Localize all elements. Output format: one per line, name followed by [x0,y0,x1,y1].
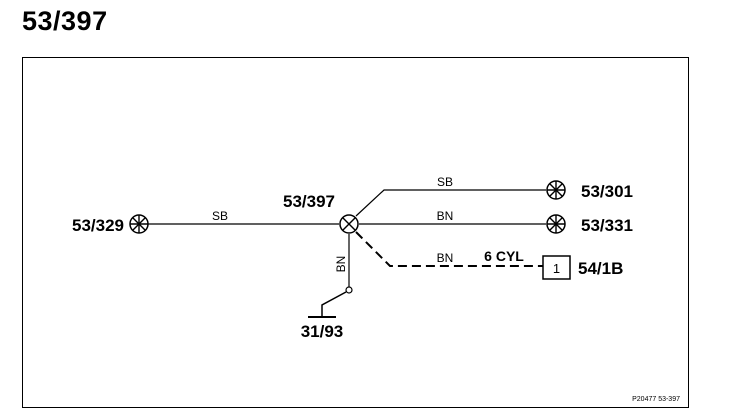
node-label-53-397: 53/397 [283,192,335,211]
wire-label-down: BN [334,256,348,273]
wire-label-mid: BN [437,209,454,223]
ground-switch [321,291,347,317]
switch-contact [345,286,353,294]
node-label-53-331: 53/331 [581,216,633,235]
diagram-frame [22,57,689,408]
node-label-53-329: 53/329 [72,216,124,235]
splice-icon-53-397 [339,214,359,234]
footer-code: P20477 53-397 [632,396,680,403]
wire-label-top: SB [437,175,453,189]
connector-icon-53-331 [546,214,566,234]
connector-box-54-1b [542,255,571,280]
connector-icon-53-301 [546,180,566,200]
dashed-note-6-cyl: 6 CYL [484,248,524,264]
wire-label-dashed: BN [437,251,454,265]
connector-icon-53-329 [129,214,149,234]
wire-top [355,189,546,217]
node-label-53-301: 53/301 [581,182,633,201]
wire-dashed [355,231,543,267]
wire-label-left: SB [212,209,228,223]
page-title: 53/397 [22,6,108,36]
connector-pin-label: 1 [553,261,560,276]
node-label-31-93: 31/93 [301,322,344,341]
node-label-54-1b: 54/1B [578,259,623,278]
